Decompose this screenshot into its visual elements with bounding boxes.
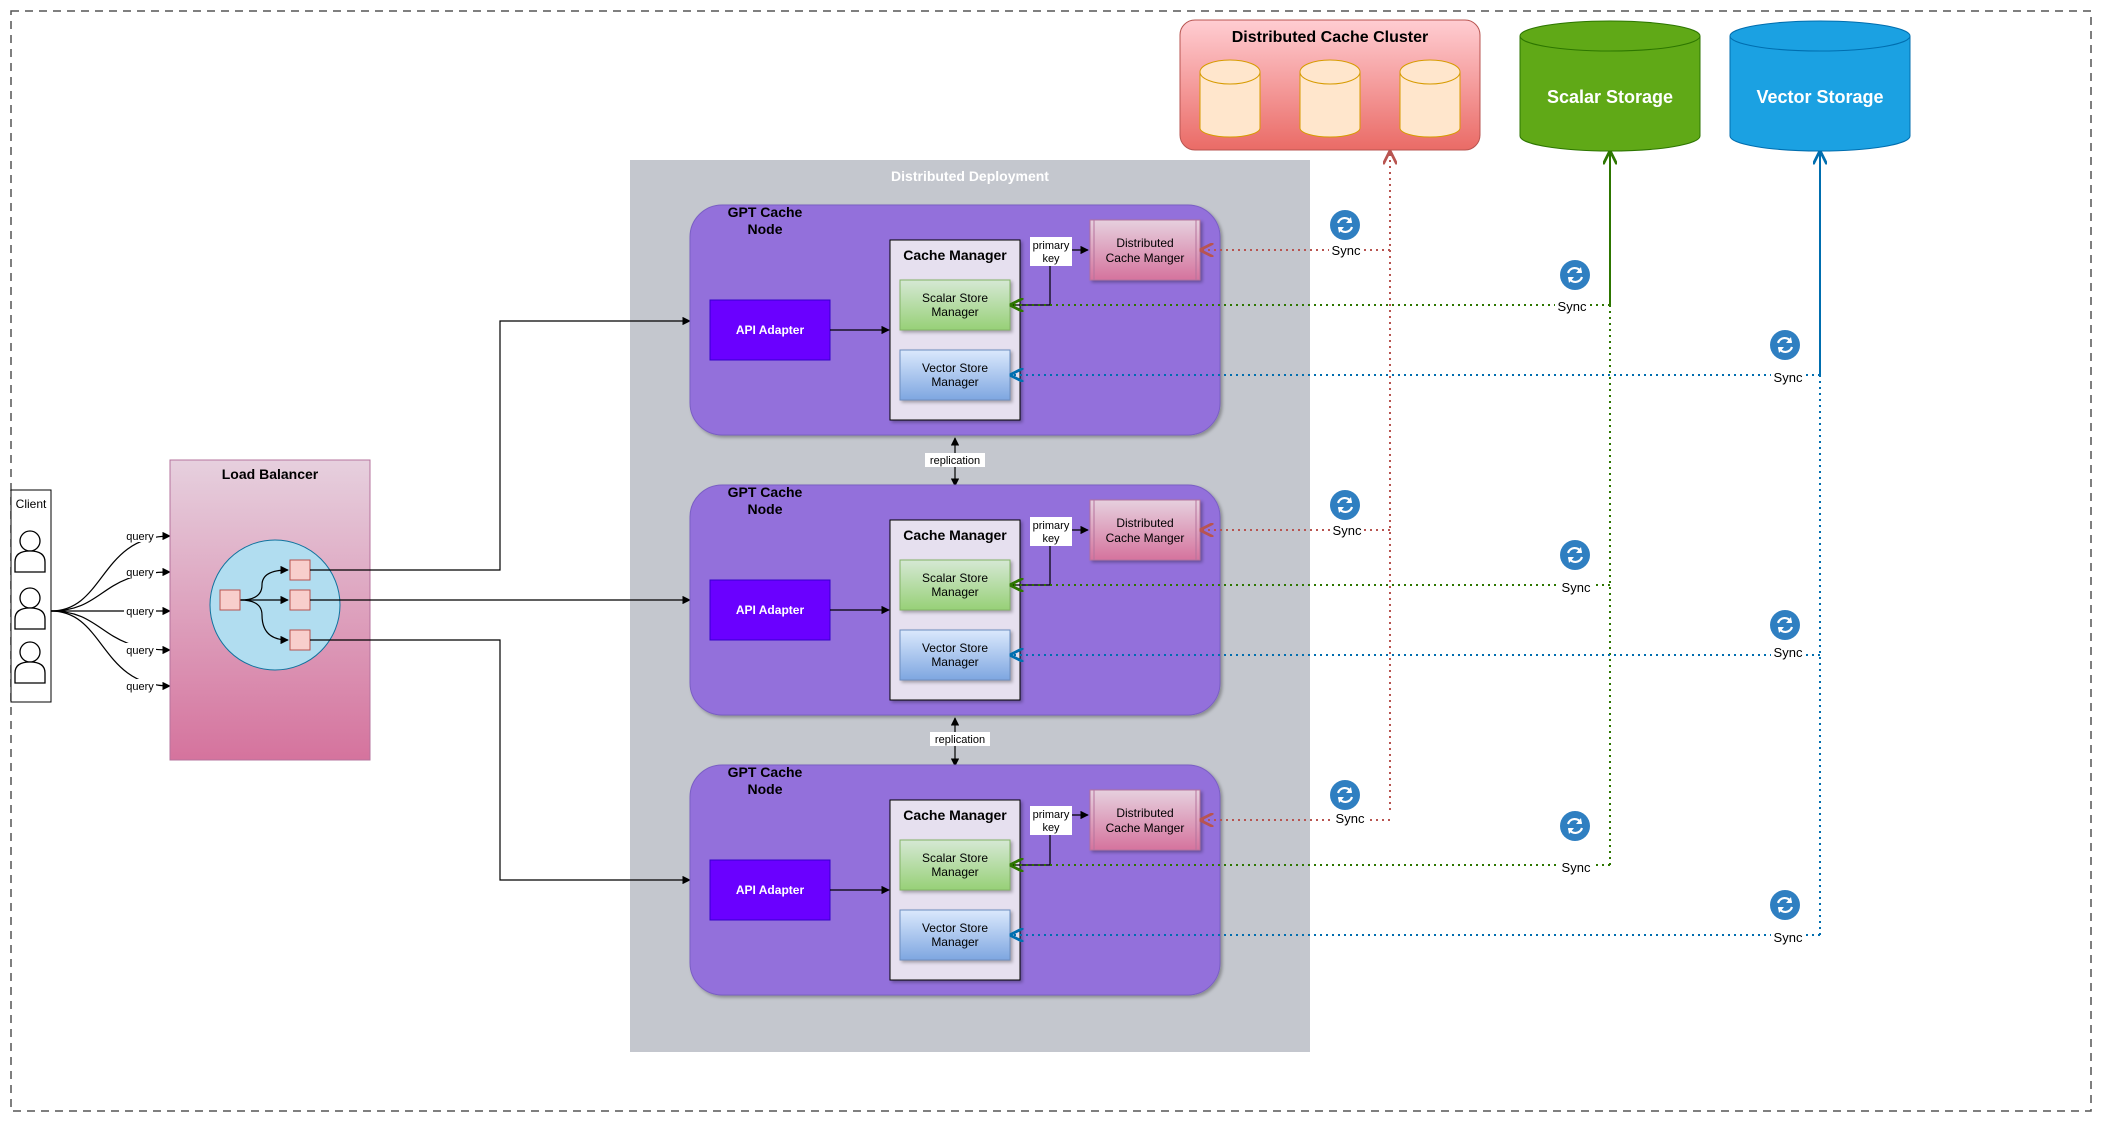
- replication-label: replication: [935, 734, 985, 746]
- api-adapter-label: API Adapter: [736, 883, 805, 897]
- distributed-cache-manager-box: [1089, 789, 1201, 851]
- vector-sync-lines: [1011, 152, 1820, 935]
- scalar-storage: Scalar Storage: [1519, 20, 1701, 152]
- sync-label: Sync: [1562, 580, 1591, 595]
- sync-label: Sync: [1562, 860, 1591, 875]
- vector-store-manager-box: [899, 349, 1011, 401]
- replication-label: replication: [930, 455, 980, 467]
- sync-icon: [1330, 490, 1360, 520]
- sync-icon: [1330, 210, 1360, 240]
- balancer-input-port: [219, 589, 241, 611]
- sync-label: Sync: [1774, 370, 1803, 385]
- distributed-cache-manager-box: [1089, 499, 1201, 561]
- load-balancer-title: Load Balancer: [222, 466, 319, 482]
- scalar-sync-lines: [1011, 152, 1610, 865]
- cache-manager-label: Cache Manager: [903, 807, 1007, 823]
- cache-db-icon: [1399, 59, 1461, 138]
- cache-db-icon: [1299, 59, 1361, 138]
- balancer-output-port: [289, 629, 311, 651]
- sync-icon: [1330, 780, 1360, 810]
- sync-icon: [1560, 540, 1590, 570]
- cache-manager-label: Cache Manager: [903, 247, 1007, 263]
- api-adapter-box: [709, 299, 831, 361]
- sync-label: Sync: [1332, 243, 1361, 258]
- api-adapter-box: [709, 859, 831, 921]
- query-label: query: [126, 606, 154, 618]
- vector-storage: Vector Storage: [1729, 20, 1911, 152]
- api-adapter-label: API Adapter: [736, 603, 805, 617]
- query-label: query: [126, 567, 154, 579]
- cache-manager-label: Cache Manager: [903, 527, 1007, 543]
- vector-storage-icon: [1729, 20, 1911, 52]
- cluster-title: Distributed Cache Cluster: [1232, 29, 1428, 46]
- api-adapter-label: API Adapter: [736, 323, 805, 337]
- sync-icon: [1560, 260, 1590, 290]
- sync-icon: [1770, 610, 1800, 640]
- user-icon: [14, 530, 46, 573]
- vector-storage-title: Vector Storage: [1756, 87, 1883, 107]
- query-label: query: [126, 681, 154, 693]
- sync-icon: [1560, 811, 1590, 841]
- distributed-cache-cluster: Distributed Cache Cluster: [1179, 19, 1481, 151]
- query-label: query: [126, 531, 154, 543]
- balancer-output-port: [289, 559, 311, 581]
- balancer-output-port: [289, 589, 311, 611]
- deployment-title: Distributed Deployment: [891, 168, 1049, 184]
- api-adapter-box: [709, 579, 831, 641]
- balancer-to-node-arrows: [310, 316, 691, 885]
- client: Client: [10, 489, 52, 703]
- client-label: Client: [16, 497, 47, 511]
- user-icon: [14, 641, 46, 684]
- sync-label: Sync: [1774, 645, 1803, 660]
- replication-arrows: replication replication: [925, 437, 990, 767]
- sync-markers: Sync Sync Sync Sync Sync Sync Sync Sync …: [1329, 210, 1805, 945]
- scalar-storage-title: Scalar Storage: [1547, 87, 1673, 107]
- vector-store-manager-box: [899, 629, 1011, 681]
- cache-db-icon: [1199, 59, 1261, 138]
- sync-label: Sync: [1774, 930, 1803, 945]
- query-label: query: [126, 645, 154, 657]
- distributed-cache-manager-box: [1089, 219, 1201, 281]
- sync-icon: [1770, 330, 1800, 360]
- scalar-store-manager-box: [899, 279, 1011, 331]
- sync-label: Sync: [1336, 811, 1365, 826]
- scalar-storage-icon: [1519, 20, 1701, 52]
- user-icon: [14, 587, 46, 630]
- load-balancer: Load Balancer: [169, 459, 371, 761]
- vector-store-manager-box: [899, 909, 1011, 961]
- sync-label: Sync: [1333, 523, 1362, 538]
- sync-label: Sync: [1558, 299, 1587, 314]
- scalar-store-manager-box: [899, 839, 1011, 891]
- sync-icon: [1770, 890, 1800, 920]
